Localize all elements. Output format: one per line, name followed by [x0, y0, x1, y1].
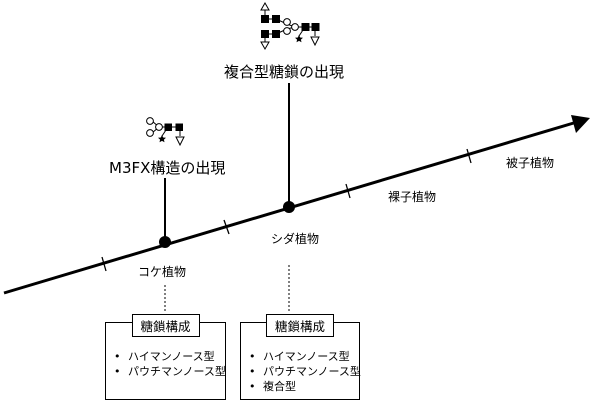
glycan-composition-box-bryophytes: 糖鎖構成 ハイマンノース型 パウチマンノース型 [105, 314, 226, 400]
complex-glycan-structure-icon [260, 1, 320, 51]
timeline-arrowhead-icon [571, 115, 590, 133]
complex-event-dot [283, 201, 295, 213]
era-label-ferns: シダ植物 [271, 232, 320, 246]
m3fx-glycan-structure-icon [146, 117, 185, 147]
timeline-tick [223, 219, 230, 235]
event-label-complex-glycan: 複合型糖鎖の出現 [224, 63, 345, 81]
box-title: 糖鎖構成 [265, 314, 335, 337]
era-label-angiosperms: 被子植物 [506, 156, 555, 170]
glycan-composition-box-ferns: 糖鎖構成 ハイマンノース型 パウチマンノース型 複合型 [240, 314, 361, 400]
composition-list: ハイマンノース型 パウチマンノース型 複合型 [249, 349, 361, 394]
list-item: 複合型 [249, 379, 361, 394]
composition-list: ハイマンノース型 パウチマンノース型 [114, 349, 226, 379]
event-label-m3fx: M3FX構造の出現 [109, 159, 226, 177]
era-label-bryophytes: コケ植物 [138, 265, 187, 279]
timeline-tick [345, 183, 351, 199]
timeline-tick [101, 256, 107, 272]
list-item: パウチマンノース型 [114, 364, 226, 379]
list-item: ハイマンノース型 [249, 349, 361, 364]
list-item: パウチマンノース型 [249, 364, 361, 379]
box-title: 糖鎖構成 [131, 314, 200, 337]
list-item: ハイマンノース型 [114, 349, 226, 364]
era-label-gymnosperms: 裸子植物 [388, 190, 437, 204]
timeline-ticks [101, 148, 472, 272]
m3fx-event-dot [159, 236, 171, 248]
timeline-tick [466, 148, 472, 164]
